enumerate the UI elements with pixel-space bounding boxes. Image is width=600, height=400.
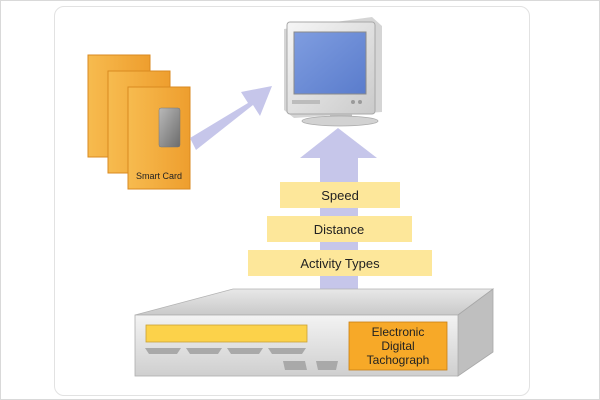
speed-label-band xyxy=(280,182,400,208)
distance-label-band xyxy=(267,216,412,242)
distance-label: Distance xyxy=(314,222,365,237)
tachograph-top-face xyxy=(134,288,495,316)
tachograph-label-line-2: Digital xyxy=(381,339,414,353)
button-5[interactable] xyxy=(283,361,307,370)
control-buttons xyxy=(145,348,338,370)
card-slot xyxy=(145,324,308,343)
computer-monitor-icon xyxy=(284,17,382,127)
button-4[interactable] xyxy=(268,348,306,354)
smart-card-chip-icon xyxy=(158,107,181,148)
tachograph-label-box xyxy=(348,321,448,371)
activity-types-label: Activity Types xyxy=(300,256,380,271)
tachograph-label-line-3: Tachograph xyxy=(367,353,430,367)
smart-card-stack: Smart Card xyxy=(87,54,191,190)
smart-card-label: Smart Card xyxy=(136,171,182,181)
speed-label: Speed xyxy=(321,188,359,203)
button-3[interactable] xyxy=(227,348,263,354)
activity-types-label-band xyxy=(248,250,432,276)
tachograph-to-computer-arrow xyxy=(300,128,377,290)
button-6[interactable] xyxy=(316,361,338,370)
button-1[interactable] xyxy=(145,348,181,354)
monitor-screen xyxy=(293,31,367,95)
button-2[interactable] xyxy=(186,348,222,354)
card-to-computer-arrow xyxy=(190,86,272,150)
tachograph-label-line-1: Electronic xyxy=(372,325,425,339)
tachograph-device: Electronic Digital Tachograph xyxy=(134,288,495,377)
